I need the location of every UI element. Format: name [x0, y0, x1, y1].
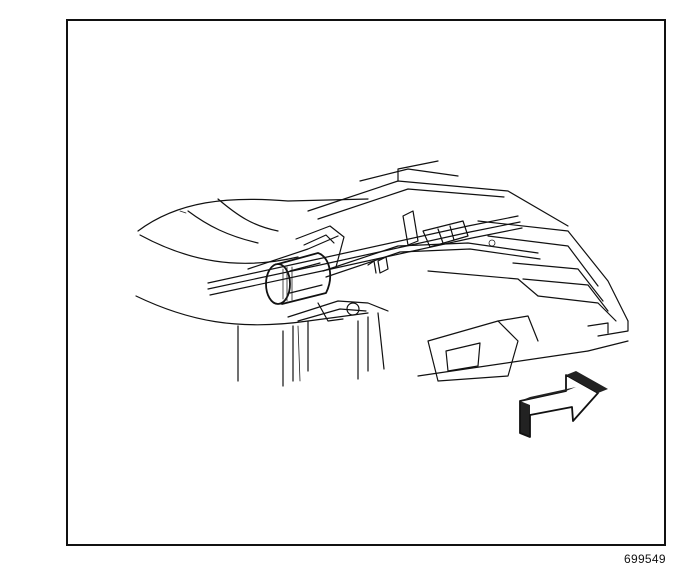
- filter-bracket: [287, 225, 389, 322]
- figure-id-label: 699549: [624, 552, 666, 566]
- fuel-filter-illustration: [135, 160, 629, 438]
- fuel-lines: [207, 215, 541, 296]
- diagram-frame: [66, 19, 666, 546]
- underbody-contour: [135, 160, 569, 326]
- line-clips: [367, 210, 469, 274]
- fuel-filter: [265, 252, 332, 305]
- floor-pan-ribs: [427, 220, 629, 337]
- frame-rail: [237, 312, 385, 387]
- crossmember: [417, 315, 629, 382]
- arrow-forward-icon: [519, 371, 608, 438]
